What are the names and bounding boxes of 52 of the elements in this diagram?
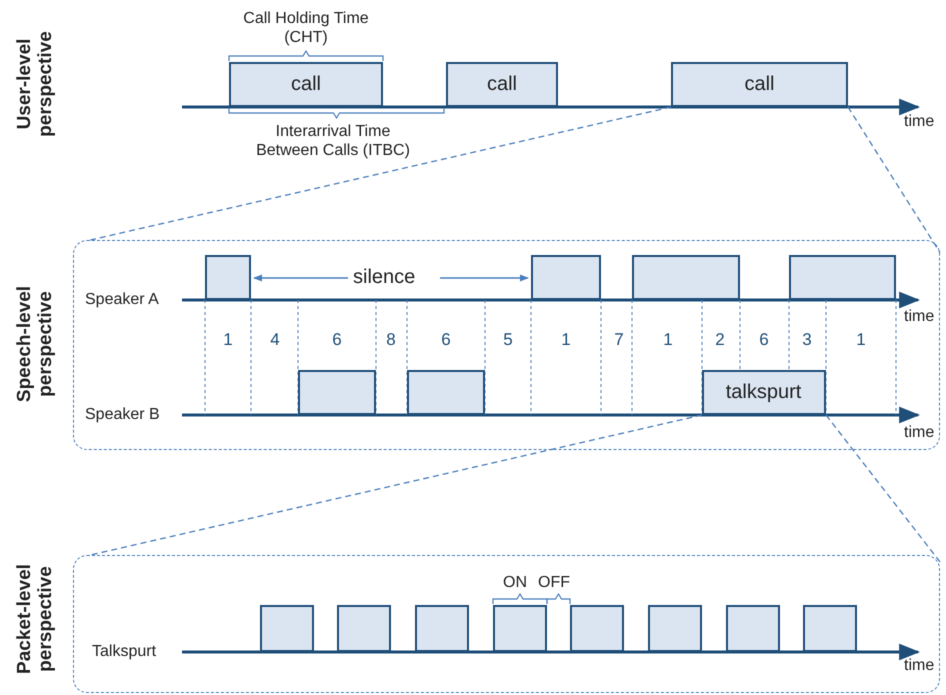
row-label: Talkspurt [92,642,156,661]
interval-number: 6 [759,330,769,349]
zoom-line [90,106,672,241]
pulse-box [260,604,314,652]
axis-label: time [904,656,934,675]
zoom-line [90,414,702,556]
row-label: Speaker B [85,405,160,424]
zoom-line [847,106,941,253]
pulse-box: call [229,62,383,107]
annotation: OFF [538,573,570,592]
pulse-box [492,604,546,652]
pulse-box [298,370,376,414]
annotation: Call Holding Time (CHT) [242,9,370,47]
zoom-line [825,414,941,562]
pulse-box: talkspurt [702,370,826,414]
interval-number: 2 [715,330,725,349]
section-label: Speech-level perspective [14,284,56,404]
pulse-box: call [671,62,848,107]
row-label: Speaker A [85,290,159,309]
interval-number: 5 [503,330,513,349]
interval-number: 3 [802,330,812,349]
interval-number: 8 [386,330,396,349]
axis-label: time [904,112,934,131]
annotation: Interarrival Time Between Calls (ITBC) [255,122,411,160]
pulse-box [530,254,600,300]
interval-number: 6 [332,330,342,349]
panel-frame [73,240,940,450]
pulse-box [802,604,856,652]
panel-frame [73,555,940,693]
interval-number: 1 [561,330,571,349]
pulse-box [648,604,702,652]
pulse-box [788,254,896,300]
interval-number: 4 [270,330,280,349]
section-label: User-level perspective [14,30,56,139]
interval-number: 1 [856,330,866,349]
interval-number: 6 [441,330,451,349]
pulse-box [414,604,468,652]
pulse-box [406,370,484,414]
pulse-box [570,604,624,652]
section-label: Packet-level perspective [14,563,56,676]
interval-number: 1 [663,330,673,349]
interval-number: 7 [614,330,624,349]
axis-label: time [904,307,934,326]
pulse-box: call [446,62,558,107]
pulse-box [336,604,390,652]
axis-label: time [904,423,934,442]
annotation: ON [503,573,527,592]
annotation: silence [353,268,416,287]
interval-number: 1 [223,330,233,349]
pulse-box [204,254,250,300]
pulse-box [632,254,740,300]
pulse-box [726,604,780,652]
